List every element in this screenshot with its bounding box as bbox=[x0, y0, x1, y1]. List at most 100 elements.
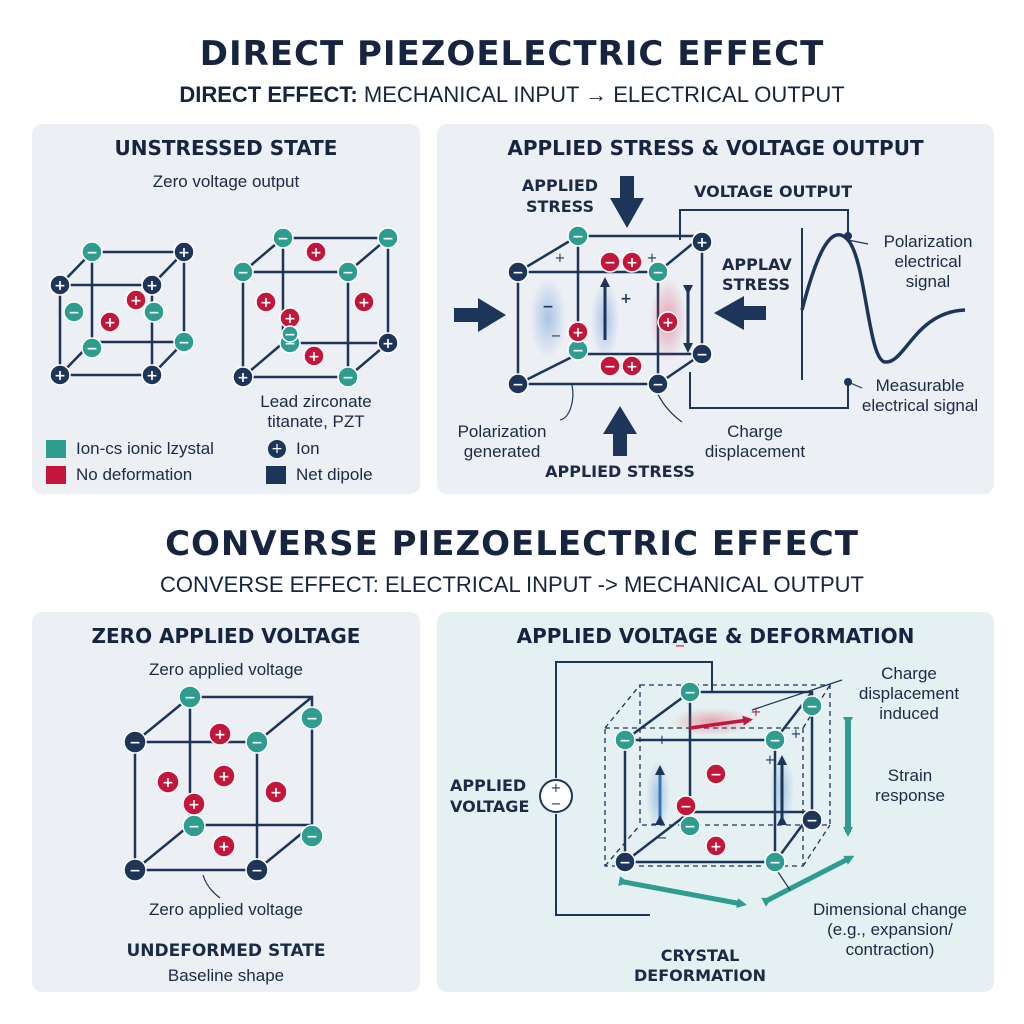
ion-42: − bbox=[123, 730, 147, 754]
svg-text:+: + bbox=[696, 235, 708, 251]
svg-text:+: + bbox=[218, 839, 230, 855]
svg-text:+: + bbox=[54, 368, 66, 384]
ion-35: + bbox=[621, 251, 643, 273]
ion-10: + bbox=[125, 289, 147, 311]
strain-response-2: response bbox=[875, 786, 945, 805]
voltage-output-label: VOLTAGE OUTPUT bbox=[694, 182, 853, 201]
ion-12: − bbox=[232, 261, 254, 283]
legend-swatch-navy bbox=[266, 466, 286, 484]
ion-20: + bbox=[255, 291, 277, 313]
ion-63: − bbox=[679, 815, 701, 837]
negative-charge-glow bbox=[530, 278, 566, 358]
svg-text:−: − bbox=[188, 819, 200, 835]
charge-sign-9: − bbox=[651, 817, 662, 832]
zero-voltage-caption-bottom: Zero applied voltage bbox=[148, 900, 304, 919]
applied-voltage-label-2: VOLTAGE bbox=[450, 797, 530, 816]
signal-label-2: electrical bbox=[894, 252, 962, 271]
charge-sign-1: − bbox=[551, 329, 562, 344]
ion-34: − bbox=[599, 251, 621, 273]
svg-text:−: − bbox=[306, 829, 318, 845]
panel-unstressed: UNSTRESSED STATE bbox=[32, 124, 420, 494]
ion-28: − bbox=[567, 225, 589, 247]
dimensional-arrow-right bbox=[761, 855, 855, 907]
ion-58: − bbox=[679, 681, 701, 703]
stress-top-label-2: STRESS bbox=[525, 197, 594, 216]
svg-text:−: − bbox=[684, 685, 696, 701]
ion-27: − bbox=[647, 261, 669, 283]
ion-37: − bbox=[599, 355, 621, 377]
ion-59: − bbox=[801, 695, 823, 717]
ion-7: − bbox=[81, 337, 103, 359]
charge-induced-1: Charge bbox=[881, 664, 937, 683]
ion-22: + bbox=[353, 291, 375, 313]
svg-text:−: − bbox=[619, 733, 631, 749]
ion-24: + bbox=[303, 345, 325, 367]
legend-swatch-teal bbox=[46, 440, 66, 458]
svg-text:−: − bbox=[382, 231, 394, 247]
ion-49: − bbox=[182, 814, 206, 838]
charge-sign-2: + bbox=[647, 251, 658, 266]
svg-text:+: + bbox=[214, 727, 226, 743]
charge-sign-6: − bbox=[657, 831, 668, 846]
legend-no-deformation: No deformation bbox=[76, 465, 193, 484]
svg-text:+: + bbox=[146, 278, 158, 294]
charge-displacement-1: Charge bbox=[727, 422, 783, 441]
ion-18: + bbox=[377, 332, 399, 354]
stress-right-label-1: APPLAV bbox=[722, 255, 792, 274]
direct-effect-subtitle: DIRECT EFFECT: MECHANICAL INPUT → ELECTR… bbox=[0, 82, 1024, 108]
ion-54: + bbox=[182, 792, 206, 816]
svg-text:+: + bbox=[626, 359, 638, 375]
ion-21: + bbox=[305, 241, 327, 263]
svg-text:−: − bbox=[148, 305, 160, 321]
polarization-generated-2: generated bbox=[463, 442, 541, 461]
svg-text:+: + bbox=[146, 368, 158, 384]
ion-14: − bbox=[337, 261, 359, 283]
ion-33: − bbox=[567, 339, 589, 361]
svg-text:−: − bbox=[572, 229, 584, 245]
svg-text:−: − bbox=[619, 855, 631, 871]
svg-text:−: − bbox=[652, 265, 664, 281]
converse-effect-subtitle: CONVERSE EFFECT: ELECTRICAL INPUT -> MEC… bbox=[160, 572, 864, 597]
svg-text:−: − bbox=[512, 265, 524, 281]
svg-text:+: + bbox=[237, 370, 249, 386]
svg-text:+: + bbox=[572, 325, 584, 341]
svg-text:−: − bbox=[129, 863, 141, 879]
stress-arrow-top bbox=[610, 176, 644, 228]
ion-56: − bbox=[614, 729, 636, 751]
panel-zero-voltage-title: ZERO APPLIED VOLTAGE bbox=[91, 624, 361, 648]
ion-53: + bbox=[264, 780, 288, 804]
charge-sign-4: + bbox=[751, 705, 762, 720]
charge-displacement-2: displacement bbox=[704, 442, 806, 461]
svg-text:−: − bbox=[86, 341, 98, 357]
svg-text:−: − bbox=[251, 863, 263, 879]
svg-text:−: − bbox=[251, 735, 263, 751]
stress-top-label-1: APPLIED bbox=[521, 176, 599, 195]
ion-15: − bbox=[377, 227, 399, 249]
applied-voltage-label-1: APPLIED bbox=[450, 776, 527, 795]
crystal-deformation-2: DEFORMATION bbox=[634, 966, 766, 985]
charge-sign-7: + bbox=[765, 753, 776, 768]
svg-text:−: − bbox=[178, 335, 190, 351]
charge-shift-arrow bbox=[689, 715, 753, 730]
ion-6: − bbox=[173, 331, 195, 353]
svg-text:−: − bbox=[342, 370, 354, 386]
svg-text:−: − bbox=[680, 799, 692, 815]
ion-47: − bbox=[245, 858, 269, 882]
svg-text:+: + bbox=[130, 293, 142, 309]
ion-31: − bbox=[647, 373, 669, 395]
legend-swatch-red bbox=[46, 466, 66, 484]
ion-64: − bbox=[705, 763, 727, 785]
voltage-wire-bottom bbox=[689, 372, 849, 409]
svg-text:−: − bbox=[342, 265, 354, 281]
ion-17: − bbox=[337, 366, 359, 388]
signal-wave bbox=[800, 233, 966, 364]
ion-66: + bbox=[705, 835, 727, 857]
strain-response-1: Strain bbox=[887, 766, 933, 785]
panel-applied-stress-title: APPLIED STRESS & VOLTAGE OUTPUT bbox=[507, 136, 924, 160]
ion-13: − bbox=[272, 227, 294, 249]
legend-ion-icon: + bbox=[268, 440, 286, 458]
direct-effect-title: DIRECT PIEZOELECTRIC EFFECT bbox=[199, 34, 825, 74]
panel-applied-stress: APPLIED STRESS & VOLTAGE OUTPUT bbox=[437, 124, 994, 494]
svg-text:−: − bbox=[184, 690, 196, 706]
ion-2: − bbox=[81, 241, 103, 263]
